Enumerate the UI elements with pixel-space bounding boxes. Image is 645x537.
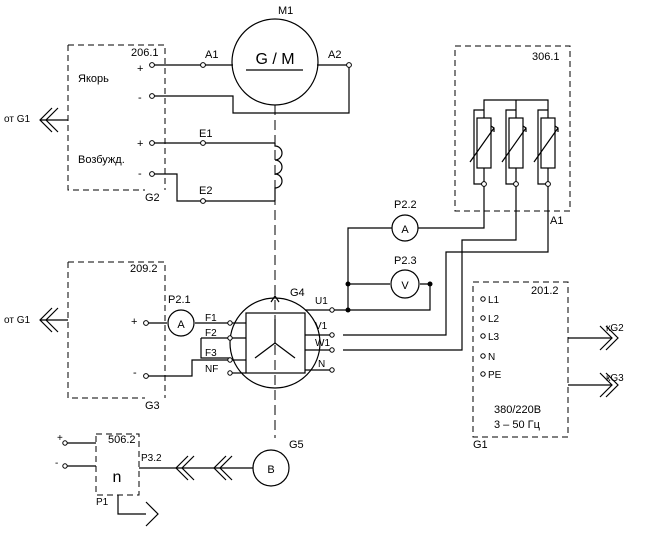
machine-g4-stator <box>245 312 306 374</box>
block-506-2: 506.2 n P1 + - <box>55 433 160 527</box>
g4-term-f1: F1 <box>205 313 217 324</box>
ammeter-p2-1: A P2.1 <box>143 294 230 379</box>
terminal-506-minus[interactable] <box>62 463 68 469</box>
terminal-e1-label: E1 <box>199 128 212 140</box>
terminal-a1-label: A1 <box>205 49 218 61</box>
block-206-armature-label: Якорь <box>78 73 109 85</box>
terminal-209-minus[interactable] <box>143 373 149 379</box>
terminal-306-3[interactable] <box>545 181 551 187</box>
terminal-a2-label: A2 <box>328 49 341 61</box>
g4-term-v1: V1 <box>315 321 328 332</box>
machine-m1-label: G / M <box>255 51 294 68</box>
block-206-excitation-label: Возбужд. <box>78 154 125 166</box>
block-506-id: 506.2 <box>108 434 136 446</box>
g4-term-u1: U1 <box>315 296 328 307</box>
block-206-minus-1: - <box>138 92 142 104</box>
terminal-506-plus[interactable] <box>62 440 68 446</box>
field-wiring: E1 E2 <box>149 128 283 204</box>
block-506-symbol: n <box>113 469 122 486</box>
encoder-g5: B G5 P3.2 <box>141 439 304 487</box>
voltmeter-p2-3: V P2.3 <box>390 255 420 299</box>
block-201-l2: L2 <box>488 314 500 325</box>
block-201-n: N <box>488 352 495 363</box>
encoder-g5-id: G5 <box>289 439 304 451</box>
machine-m1: M1 G / M <box>231 5 319 106</box>
block-209-border-left <box>67 262 145 399</box>
machine-g4-id: G4 <box>290 287 305 299</box>
block-201-voltage: 380/220В <box>494 404 541 416</box>
block-209-minus: - <box>133 367 137 379</box>
voltmeter-p2-3-id: P2.3 <box>394 255 417 267</box>
block-201-ground-id: G1 <box>473 439 488 451</box>
terminal-e1[interactable] <box>200 140 206 146</box>
cable-p3-2-label: P3.2 <box>141 453 162 464</box>
block-201-l1: L1 <box>488 295 500 306</box>
block-209-id: 209.2 <box>130 263 158 275</box>
block-306-id: 306.1 <box>532 51 560 63</box>
block-206-border-left <box>67 45 145 191</box>
block-201-2: 201.2 L1 L2 L3 N PE 380/220В 3 – 50 Гц G… <box>472 281 624 451</box>
terminal-e2[interactable] <box>200 198 206 204</box>
ammeter-p2-2: A P2.2 <box>391 199 419 242</box>
machine-g4: G4 F1 F2 F3 NF U1 V1 W1 N <box>200 287 335 389</box>
g4-term-nf: NF <box>205 364 218 375</box>
g4-term-f2: F2 <box>205 328 217 339</box>
terminal-e2-label: E2 <box>199 185 212 197</box>
block-206-border <box>68 44 166 190</box>
terminal-a1[interactable] <box>200 62 206 68</box>
terminal-206-plus-2[interactable] <box>149 140 155 146</box>
block-506-ground-id: P1 <box>96 497 109 508</box>
block-306-ground-id: A1 <box>550 215 563 227</box>
terminal-206-minus-1[interactable] <box>149 93 155 99</box>
g4-term-f3: F3 <box>205 348 217 359</box>
block-206-1: 206.1 Якорь Возбужд. G2 + - + - от G1 <box>4 44 166 204</box>
rheostat-wiring <box>330 186 549 351</box>
block-201-l3: L3 <box>488 332 500 343</box>
block-201-freq: 3 – 50 Гц <box>494 419 541 431</box>
terminal-206-minus-2[interactable] <box>149 171 155 177</box>
terminal-206-plus-1[interactable] <box>149 62 155 68</box>
block-306-border <box>454 45 571 212</box>
ammeter-p2-1-symbol: A <box>177 319 185 331</box>
block-209-source-label: от G1 <box>4 315 30 326</box>
block-201-id: 201.2 <box>531 285 559 297</box>
field-coil <box>274 143 283 201</box>
block-506-plus: + <box>57 433 63 444</box>
block-209-2: 209.2 + - G3 от G1 <box>4 261 166 412</box>
block-306-1: 306.1 A1 <box>454 45 571 227</box>
ammeter-p2-2-id: P2.2 <box>394 199 417 211</box>
g4-term-n: N <box>318 359 325 370</box>
terminal-a2[interactable] <box>346 62 352 68</box>
terminal-306-1[interactable] <box>481 181 487 187</box>
g4-term-w1: W1 <box>315 338 330 349</box>
block-209-ground-id: G3 <box>145 400 160 412</box>
block-209-border <box>68 261 166 398</box>
block-206-plus-2: + <box>137 138 143 150</box>
block-506-minus: - <box>55 458 58 469</box>
machine-g4-outer <box>229 297 321 389</box>
block-206-minus-2: - <box>138 168 142 180</box>
block-201-pe: PE <box>488 370 502 381</box>
block-206-ground-id: G2 <box>145 192 160 204</box>
block-201-to-g3: кG3 <box>606 373 624 384</box>
encoder-g5-symbol: B <box>267 464 274 476</box>
block-209-plus: + <box>131 316 137 328</box>
ammeter-p2-1-id: P2.1 <box>168 294 191 306</box>
block-206-id: 206.1 <box>131 47 159 59</box>
terminal-306-2[interactable] <box>513 181 519 187</box>
ammeter-p2-2-symbol: A <box>401 224 409 236</box>
block-206-source-label: от G1 <box>4 114 30 125</box>
armature-wiring: A1 A2 <box>149 49 352 114</box>
terminal-209-plus[interactable] <box>143 320 149 326</box>
block-201-border <box>472 281 569 438</box>
machine-m1-id: M1 <box>278 5 293 17</box>
voltmeter-p2-3-symbol: V <box>401 280 409 292</box>
block-201-to-g2: кG2 <box>606 323 624 334</box>
block-206-plus-1: + <box>137 63 143 75</box>
